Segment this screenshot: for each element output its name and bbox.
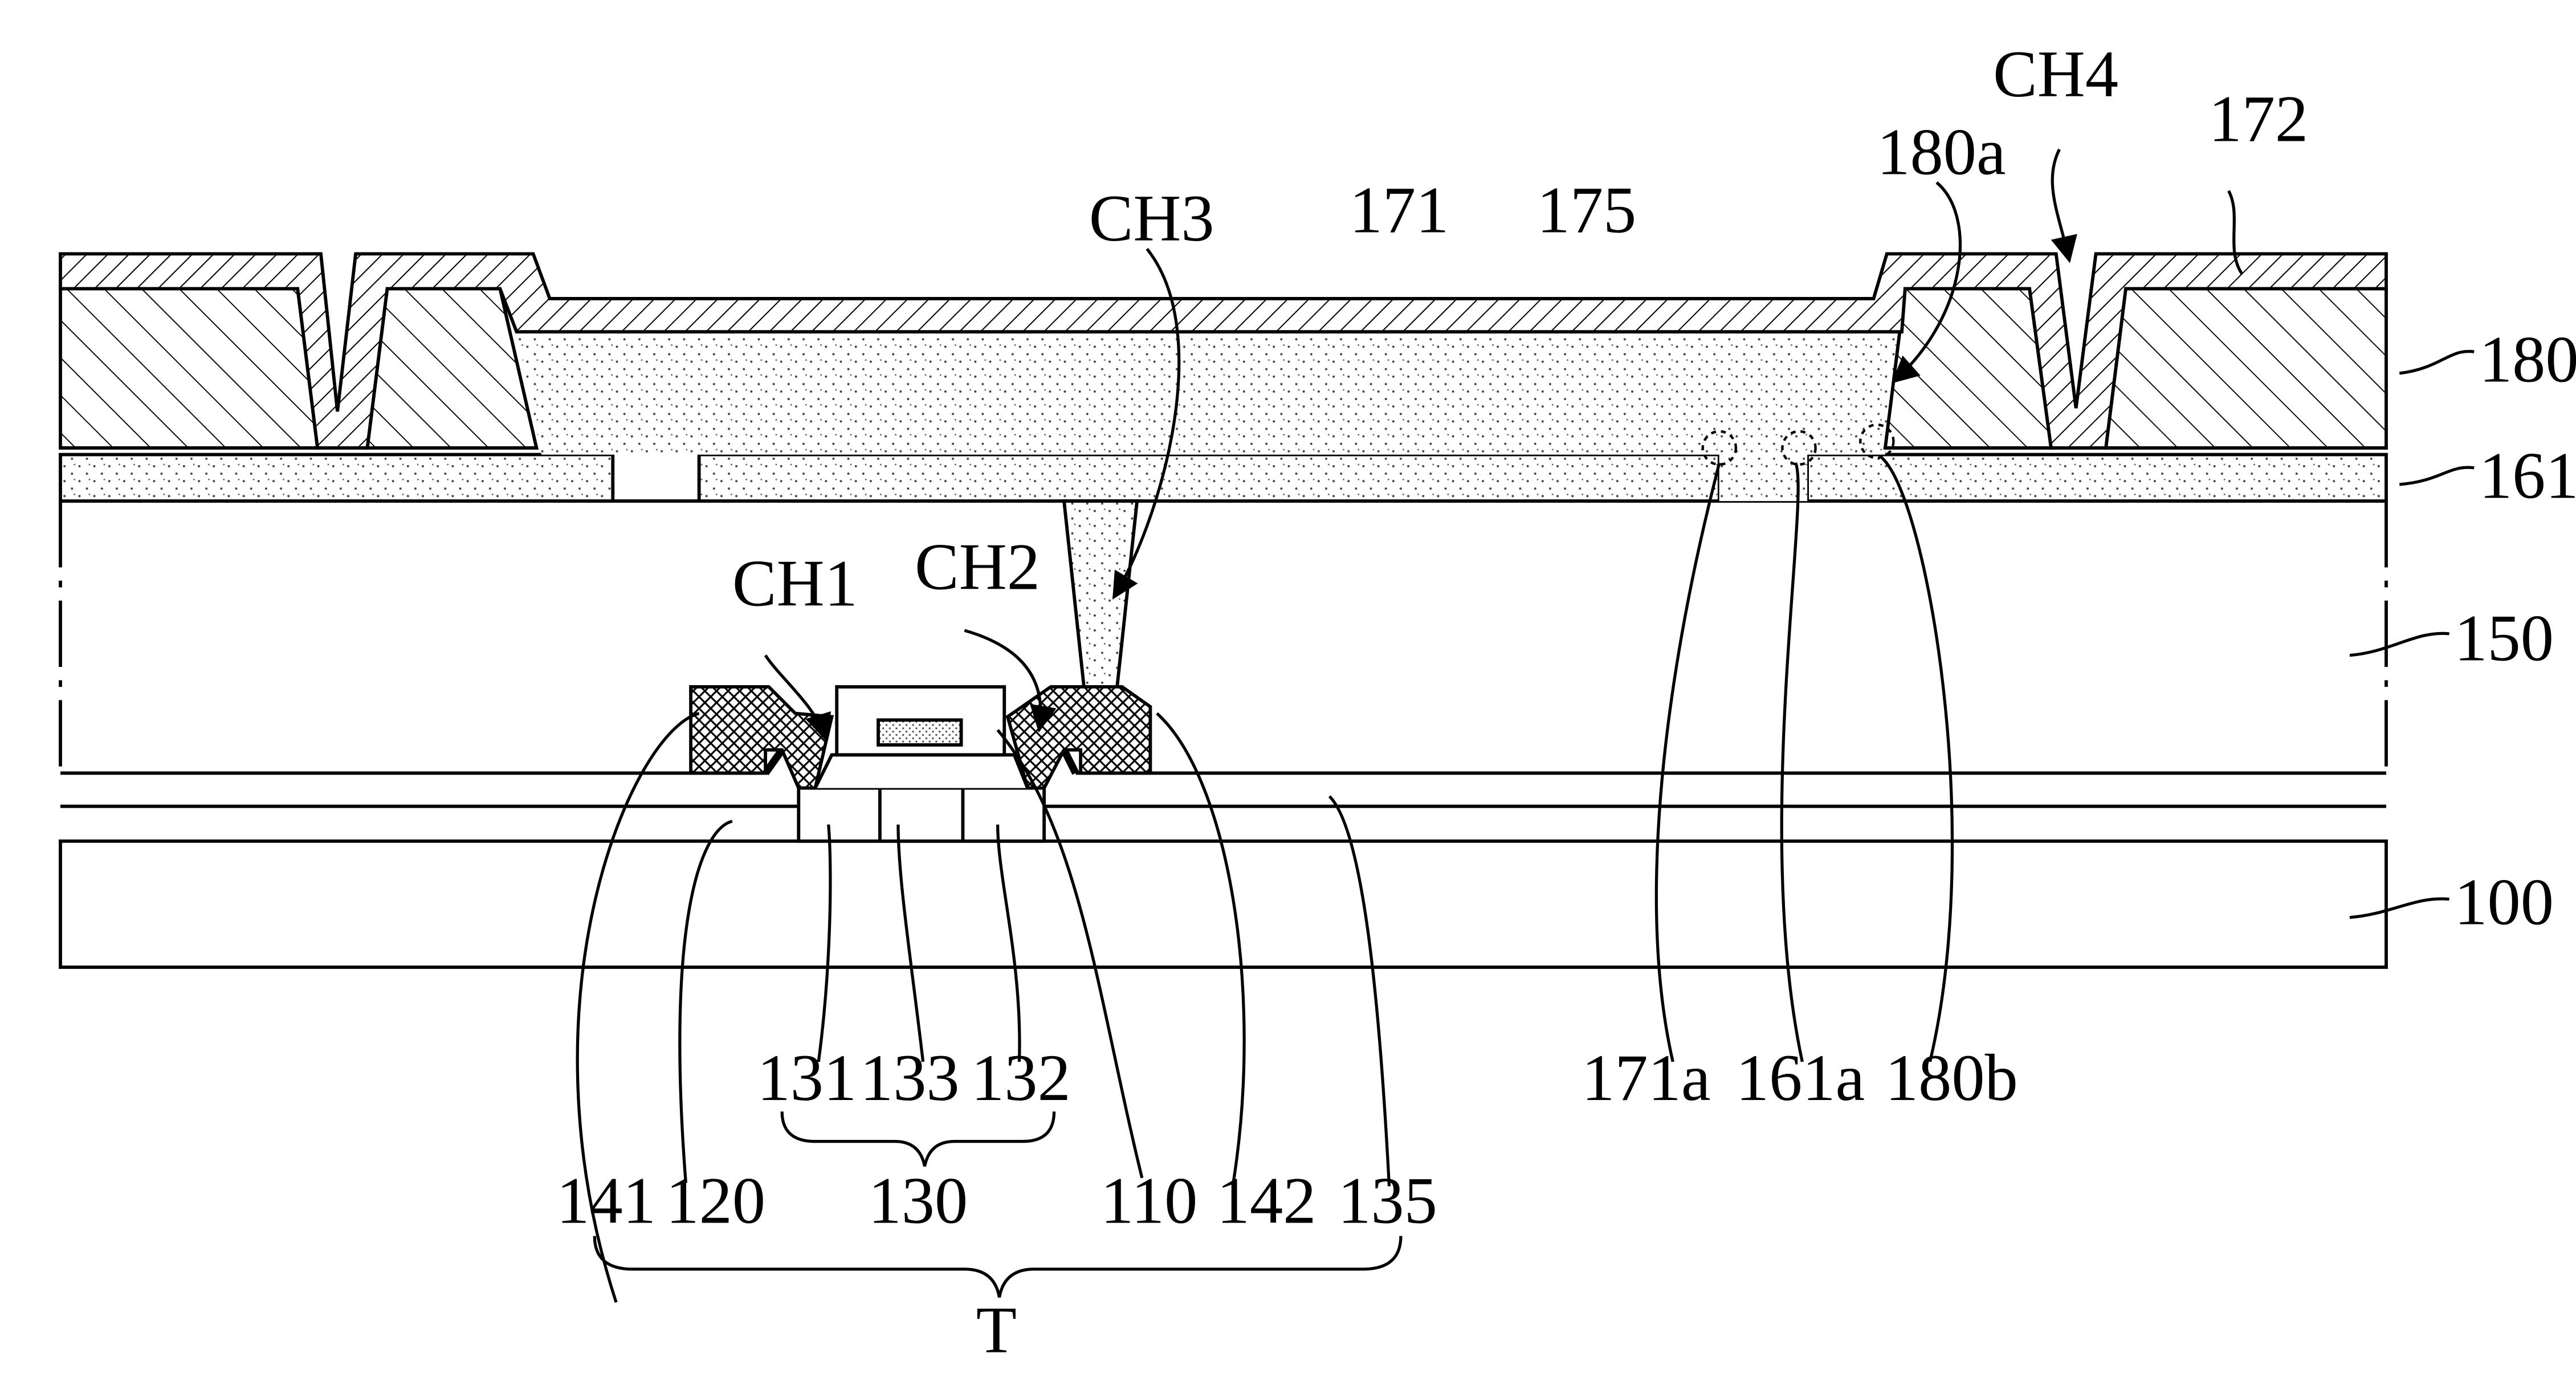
label-100: 100 <box>2454 865 2554 939</box>
label-133: 133 <box>860 1041 960 1115</box>
label-150: 150 <box>2454 602 2554 675</box>
label-180a: 180a <box>1877 116 2006 189</box>
label-180b: 180b <box>1885 1041 2018 1115</box>
passivation-layer <box>60 501 2386 773</box>
substrate-layer <box>60 841 2386 967</box>
label-172: 172 <box>2209 82 2309 156</box>
label-131: 131 <box>757 1041 857 1115</box>
label-175: 175 <box>1537 174 1637 247</box>
label-171a: 171a <box>1582 1041 1710 1115</box>
gap-fill <box>1719 455 1807 502</box>
insulating-layers <box>60 750 2386 806</box>
label-ch1: CH1 <box>732 547 858 620</box>
label-ch3: CH3 <box>1089 182 1214 255</box>
label-135: 135 <box>1338 1164 1437 1237</box>
label-142: 142 <box>1217 1164 1316 1237</box>
label-120: 120 <box>666 1164 765 1237</box>
gate-electrode <box>878 720 961 745</box>
label-161: 161 <box>2479 439 2576 512</box>
contact-plug <box>1064 501 1137 687</box>
label-161a: 161a <box>1736 1041 1865 1115</box>
gate-insulator <box>815 755 1028 788</box>
layer-175-fill <box>541 332 1885 454</box>
label-171: 171 <box>1350 174 1449 247</box>
label-110: 110 <box>1100 1164 1197 1237</box>
label-ch4: CH4 <box>1993 38 2118 111</box>
brace-t <box>594 1236 1401 1298</box>
brace-130 <box>782 1111 1054 1166</box>
label-ch2: CH2 <box>915 530 1040 604</box>
label-180: 180 <box>2479 323 2576 396</box>
label-t: T <box>976 1293 1017 1367</box>
electrode-161 <box>60 455 2386 502</box>
semiconductor-layer <box>798 788 1044 841</box>
label-141: 141 <box>556 1164 656 1237</box>
label-130: 130 <box>869 1164 968 1237</box>
source-electrode <box>691 687 832 788</box>
label-132: 132 <box>971 1041 1071 1115</box>
